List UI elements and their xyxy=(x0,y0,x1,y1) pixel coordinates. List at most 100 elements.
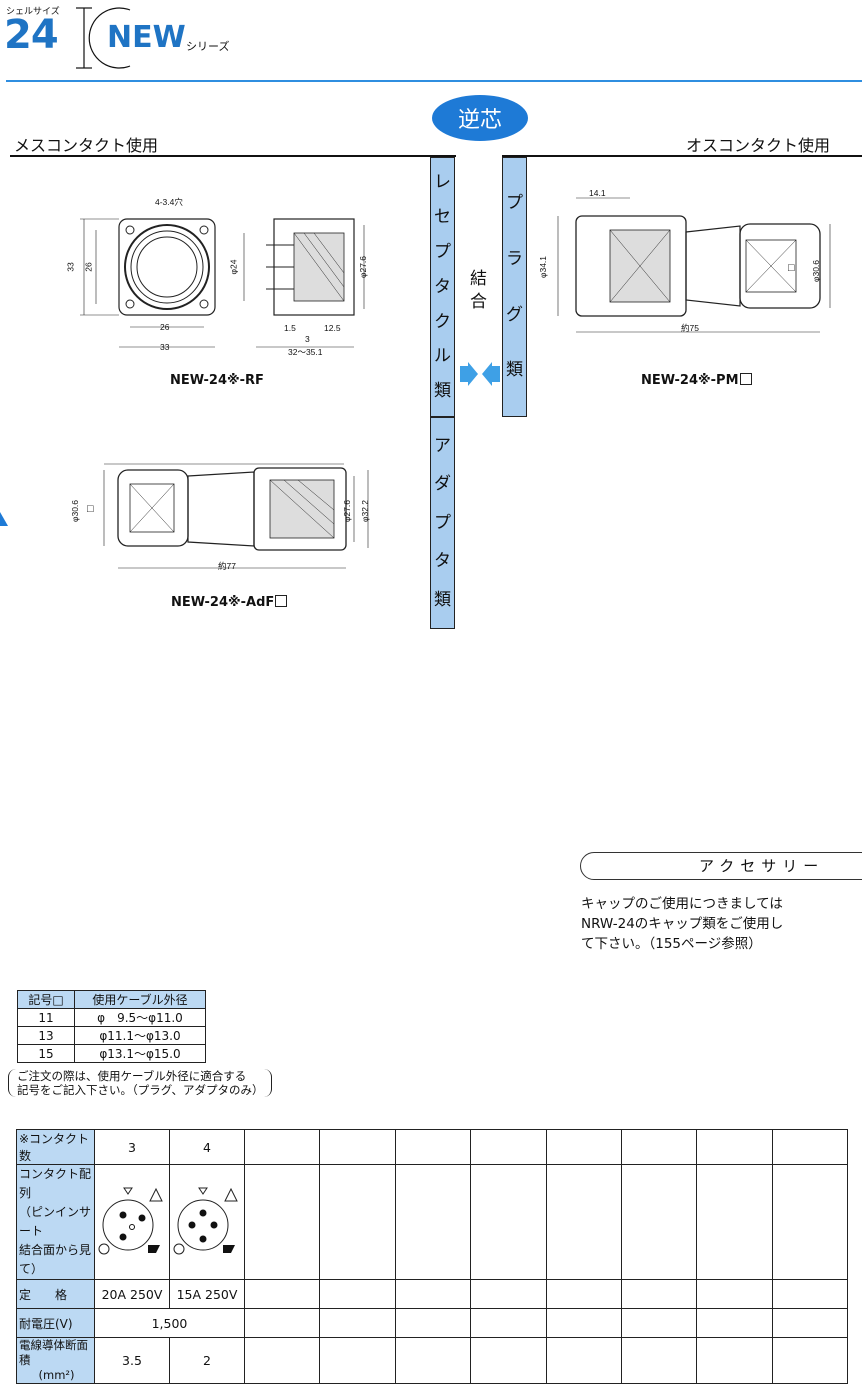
empty-cell xyxy=(394,1308,472,1338)
vertical-char: 類 xyxy=(434,381,451,402)
vertical-char: ラ xyxy=(506,248,523,269)
coupling-char: 結 xyxy=(470,269,487,289)
empty-cell xyxy=(620,1337,698,1384)
empty-cell xyxy=(243,1337,321,1384)
accessory-line: NRW-24のキャップ類をご使用し xyxy=(581,916,784,932)
empty-cell xyxy=(620,1129,698,1165)
label-area: 電線導体断面積 (mm²) xyxy=(16,1337,95,1384)
dim-a3: 3 xyxy=(305,334,310,344)
shell-size-label: シェルサイズ xyxy=(6,7,60,17)
label-contacts: ※コンタクト数 xyxy=(16,1129,95,1165)
reverse-contact-badge: 逆芯 xyxy=(432,95,528,141)
label-arrangement: コンタクト配列 （ピンインサート 結合面から見て） xyxy=(16,1164,95,1280)
empty-cell xyxy=(243,1279,321,1309)
cell-code: 13 xyxy=(17,1026,75,1045)
empty-cell xyxy=(319,1337,396,1384)
dim-adf-len: 約77 xyxy=(218,561,236,571)
empty-cell xyxy=(545,1164,622,1280)
vertical-char: グ xyxy=(506,304,523,325)
vertical-char: プ xyxy=(434,512,451,533)
table-row: ※コンタクト数 3 4 xyxy=(16,1129,849,1165)
dim-holes: 4-3.4穴 xyxy=(155,197,183,207)
note-line: ご注文の際は、使用ケーブル外径に適合する xyxy=(17,1069,247,1083)
dim-h26: 26 xyxy=(83,262,94,272)
receptacle-column: レセプタクル類 xyxy=(430,157,455,417)
label-voltage: 耐電圧(V) xyxy=(16,1308,95,1338)
page-tab-marker-icon xyxy=(0,512,8,526)
cell-contacts-4: 4 xyxy=(169,1129,245,1165)
empty-cell xyxy=(470,1308,547,1338)
dim-w33: 33 xyxy=(160,342,170,352)
table-row: 電線導体断面積 (mm²) 3.5 2 xyxy=(16,1337,849,1384)
right-heading-rule xyxy=(502,155,862,157)
empty-cell xyxy=(620,1164,698,1280)
label-line: (mm²) xyxy=(38,1368,75,1382)
dim-d276: φ27.6 xyxy=(358,255,369,279)
dim-a15: 1.5 xyxy=(284,323,296,333)
dim-d24: φ24 xyxy=(228,259,239,275)
dim-h33: 33 xyxy=(65,262,76,272)
female-contact-heading: メスコンタクト使用 xyxy=(14,136,159,155)
empty-cell xyxy=(696,1337,773,1384)
order-note: ご注文の際は、使用ケーブル外径に適合する 記号をご記入下さい。（プラグ、アダプタ… xyxy=(8,1069,273,1097)
table-row: コンタクト配列 （ピンインサート 結合面から見て） xyxy=(16,1164,849,1280)
rf-caption: NEW-24※-RF xyxy=(170,373,264,388)
empty-cell xyxy=(771,1129,849,1165)
empty-cell xyxy=(771,1164,849,1280)
pin-layout-3 xyxy=(94,1164,170,1280)
empty-cell xyxy=(394,1129,472,1165)
label-line: 電線導体断面積 xyxy=(19,1338,88,1367)
empty-cell xyxy=(394,1337,472,1384)
vertical-char: タ xyxy=(434,551,451,572)
vertical-char: プ xyxy=(434,242,451,262)
plug-column: プラグ類 xyxy=(502,157,527,417)
empty-cell xyxy=(545,1337,622,1384)
empty-cell xyxy=(470,1164,547,1280)
series-bracket-graphic xyxy=(76,7,131,69)
vertical-char: プ xyxy=(506,193,523,214)
note-line: 記号をご記入下さい。（プラグ、アダプタのみ） xyxy=(17,1083,264,1097)
header-rule xyxy=(6,80,862,82)
dim-pm-top: 14.1 xyxy=(589,188,606,198)
empty-cell xyxy=(771,1308,849,1338)
empty-cell xyxy=(319,1279,396,1309)
male-contact-heading: オスコンタクト使用 xyxy=(686,136,831,155)
empty-cell xyxy=(470,1337,547,1384)
cell-contacts-3: 3 xyxy=(94,1129,170,1165)
adapter-column: アダプタ類 xyxy=(430,417,455,629)
table-header-row: 記号□ 使用ケーブル外径 xyxy=(17,990,206,1009)
caption-square xyxy=(275,595,288,607)
dim-adf-sq: □ xyxy=(87,503,94,515)
empty-cell xyxy=(243,1129,321,1165)
coupling-label: 結 合 xyxy=(470,268,487,314)
dim-pm-d306: φ30.6 xyxy=(811,259,822,283)
adf-caption-text: NEW-24※-AdF xyxy=(171,595,275,610)
empty-cell xyxy=(243,1308,321,1338)
dim-pm-len: 約75 xyxy=(681,323,699,333)
label-line: 結合面から見て） xyxy=(19,1243,92,1276)
dim-pm-d341: φ34.1 xyxy=(538,255,549,279)
empty-cell xyxy=(696,1279,773,1309)
empty-cell xyxy=(696,1129,773,1165)
empty-cell xyxy=(696,1164,773,1280)
cell-rating-3: 20A 250V xyxy=(94,1279,170,1309)
pm-caption: NEW-24※-PM xyxy=(641,373,752,388)
empty-cell xyxy=(545,1129,622,1165)
empty-cell xyxy=(394,1279,472,1309)
cell-code: 11 xyxy=(17,1008,75,1027)
cell-cable: φ 9.5〜φ11.0 xyxy=(74,1008,206,1027)
cell-area-4: 2 xyxy=(169,1337,245,1384)
empty-cell xyxy=(620,1279,698,1309)
label-line: （ピンインサート xyxy=(19,1205,92,1238)
cell-cable: φ13.1〜φ15.0 xyxy=(74,1044,206,1063)
pin-layout-3-icon xyxy=(98,1187,163,1254)
empty-cell xyxy=(243,1164,321,1280)
series-suffix: シリーズ xyxy=(186,40,230,53)
dim-adf-d276: φ27.6 xyxy=(342,499,353,523)
pin-layout-4-icon xyxy=(173,1187,238,1254)
label-rating: 定 格 xyxy=(16,1279,95,1309)
pin-layout-4 xyxy=(169,1164,245,1280)
